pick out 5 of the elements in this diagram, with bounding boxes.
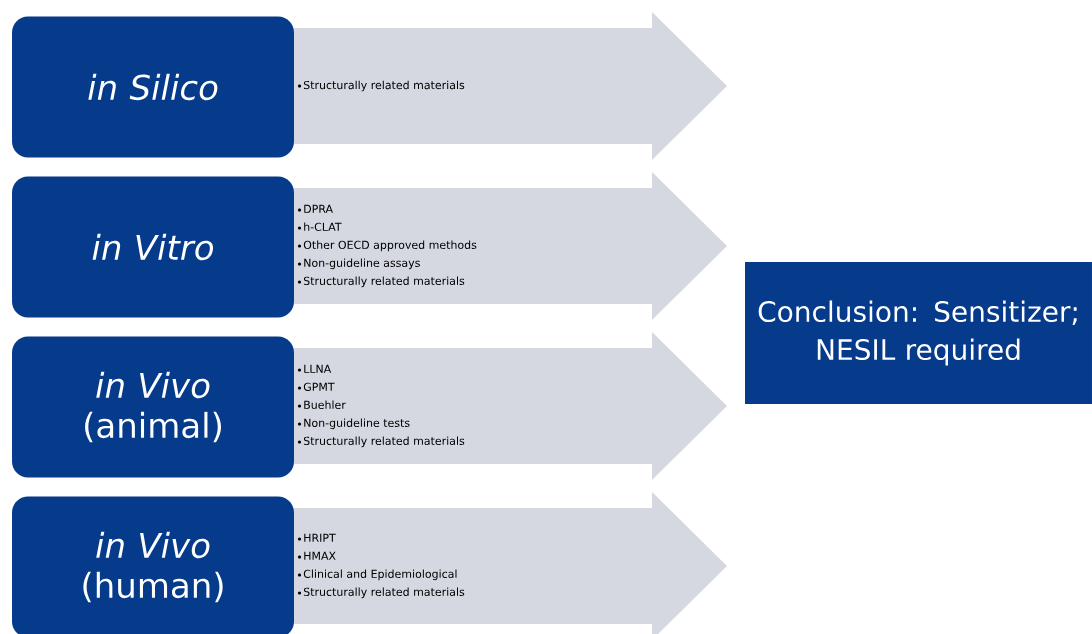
conclusion-box: Conclusion: Sensitizer; NESIL required [745,262,1092,404]
category-box: in Vivo (animal) [12,336,294,478]
category-box: in Vitro [12,176,294,318]
category-box: in Vivo (human) [12,496,294,634]
category-box: in Silico [12,16,294,158]
